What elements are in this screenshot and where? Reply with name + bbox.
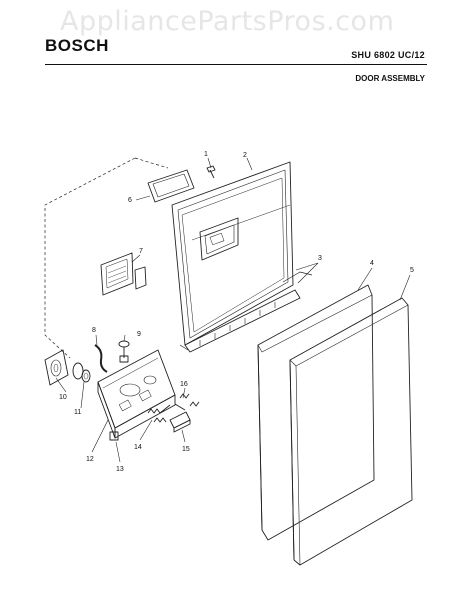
dispenser-body — [97, 349, 176, 439]
assembly-guide-line-2 — [134, 157, 169, 169]
callout-7: 7 — [139, 248, 143, 255]
callout-3: 3 — [318, 255, 322, 262]
callout-8: 8 — [92, 327, 96, 334]
callout-2: 2 — [243, 152, 247, 159]
hose-part — [94, 344, 108, 373]
callout-6: 6 — [128, 197, 132, 204]
watermark: AppliancePartsPros.com — [60, 6, 395, 37]
callout-10: 10 — [59, 394, 67, 401]
callout-12: 12 — [86, 456, 94, 463]
callout-15: 15 — [182, 446, 190, 453]
spring-parts — [147, 404, 171, 423]
callout-14: 14 — [134, 444, 142, 451]
callout-16: 16 — [180, 381, 188, 388]
callout-13: 13 — [116, 466, 124, 473]
valve-part — [118, 340, 130, 363]
brand-logo: BOSCH — [45, 36, 109, 55]
latch-block — [169, 411, 191, 433]
callout-leaders — [55, 157, 411, 463]
seal-rings — [72, 362, 91, 383]
latch-pins — [174, 393, 200, 411]
callout-4: 4 — [370, 260, 374, 267]
header-rule — [45, 64, 427, 65]
assembly-guide-line — [44, 157, 136, 359]
middle-door-panel — [257, 284, 375, 541]
callout-5: 5 — [410, 267, 414, 274]
dispenser-gasket — [147, 169, 195, 203]
callout-11: 11 — [74, 409, 81, 416]
model-number: SHU 6802 UC/12 — [351, 50, 425, 60]
vent-assembly — [100, 252, 147, 296]
inner-door-panel — [171, 161, 313, 353]
small-bracket — [109, 431, 119, 441]
callout-1: 1 — [204, 151, 208, 158]
callout-9: 9 — [137, 331, 141, 338]
screw-part — [206, 165, 216, 179]
section-title: DOOR ASSEMBLY — [355, 74, 425, 83]
outer-door-panel — [289, 297, 413, 566]
knob-housing — [44, 349, 69, 386]
